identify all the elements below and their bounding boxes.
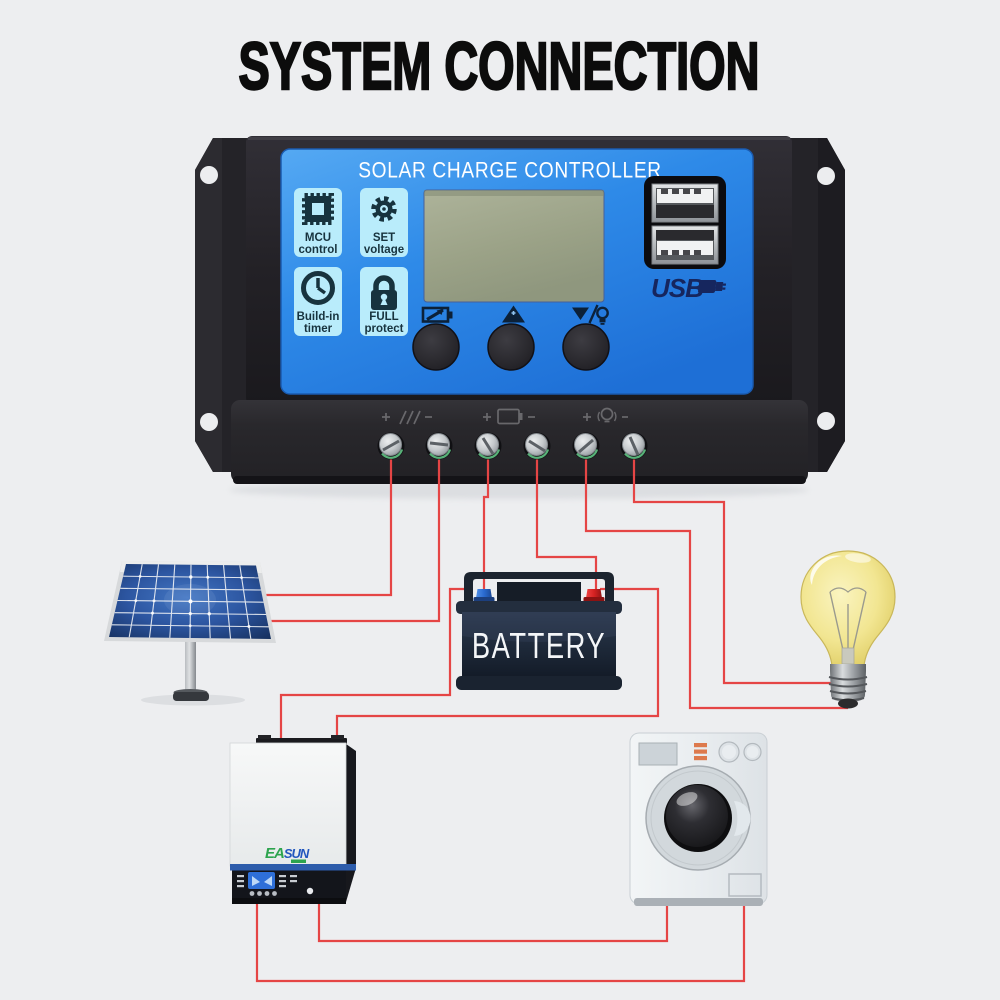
svg-text:timer: timer	[304, 323, 333, 335]
svg-text:BATTERY: BATTERY	[472, 625, 606, 666]
svg-text:SOLAR CHARGE CONTROLLER: SOLAR CHARGE CONTROLLER	[358, 158, 662, 183]
svg-text:FULL: FULL	[369, 311, 398, 323]
svg-text:voltage: voltage	[364, 244, 404, 256]
svg-text:MCU: MCU	[305, 232, 331, 244]
svg-text:SET: SET	[373, 232, 395, 244]
svg-text:SYSTEM CONNECTION: SYSTEM CONNECTION	[239, 30, 760, 104]
svg-text:protect: protect	[365, 323, 404, 335]
svg-text:Build-in: Build-in	[297, 311, 340, 323]
svg-text:control: control	[299, 244, 338, 256]
svg-text:EASUN: EASUN	[265, 845, 310, 862]
svg-text:USB: USB	[651, 273, 703, 303]
